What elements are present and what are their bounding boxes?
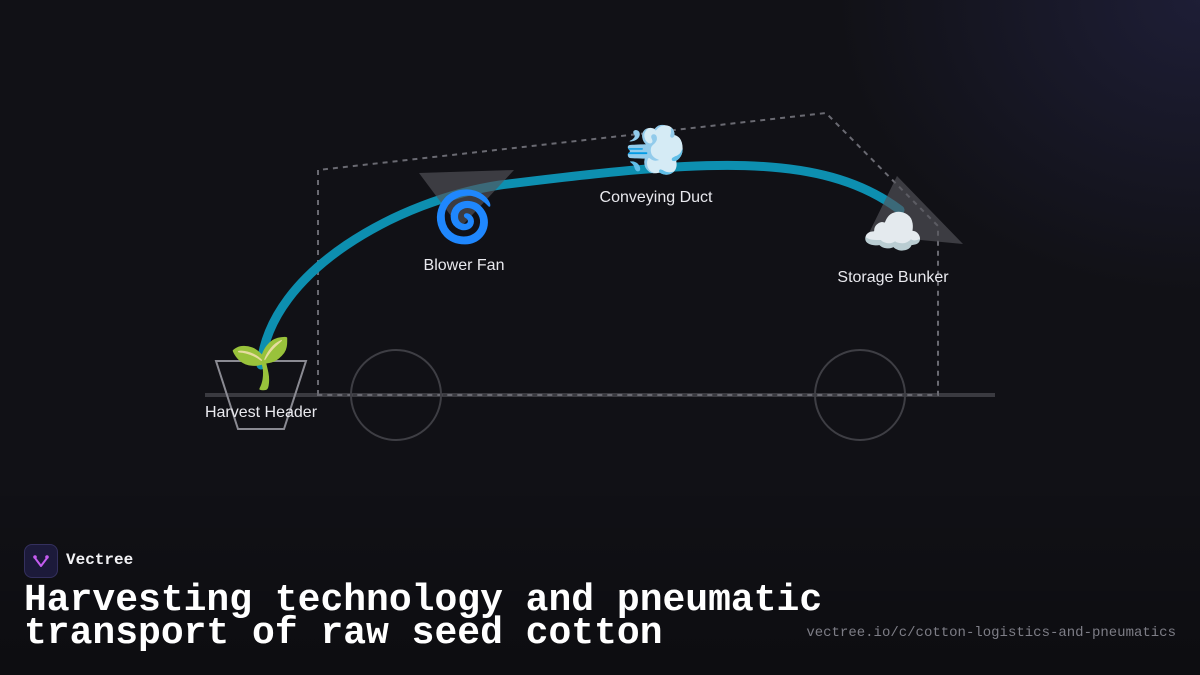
vectree-logo-icon [33, 555, 49, 567]
rear-wheel [814, 349, 906, 441]
bunker-outlet-shape [868, 176, 963, 244]
seedling-icon: 🌱 [229, 334, 293, 392]
cloud-icon: ☁️ [861, 203, 925, 261]
blower-fan-label: Blower Fan [423, 257, 505, 274]
harvest-header-label: Harvest Header [204, 404, 318, 421]
dash-wind-icon: 💨 [624, 121, 688, 179]
conveying-duct-label: Conveying Duct [599, 189, 713, 206]
fan-intake-shape [419, 170, 514, 228]
front-wheel [350, 349, 442, 441]
page-title: Harvesting technology and pneumatic tran… [24, 579, 823, 655]
header-hopper [214, 360, 308, 430]
airflow-path [256, 160, 905, 370]
source-url[interactable]: vectree.io/c/cotton-logistics-and-pneuma… [806, 625, 1176, 641]
vectree-logo [24, 544, 58, 578]
brand-name: Vectree [66, 551, 134, 569]
cyclone-icon: 🌀 [432, 188, 496, 246]
storage-bunker-label: Storage Bunker [837, 269, 949, 286]
